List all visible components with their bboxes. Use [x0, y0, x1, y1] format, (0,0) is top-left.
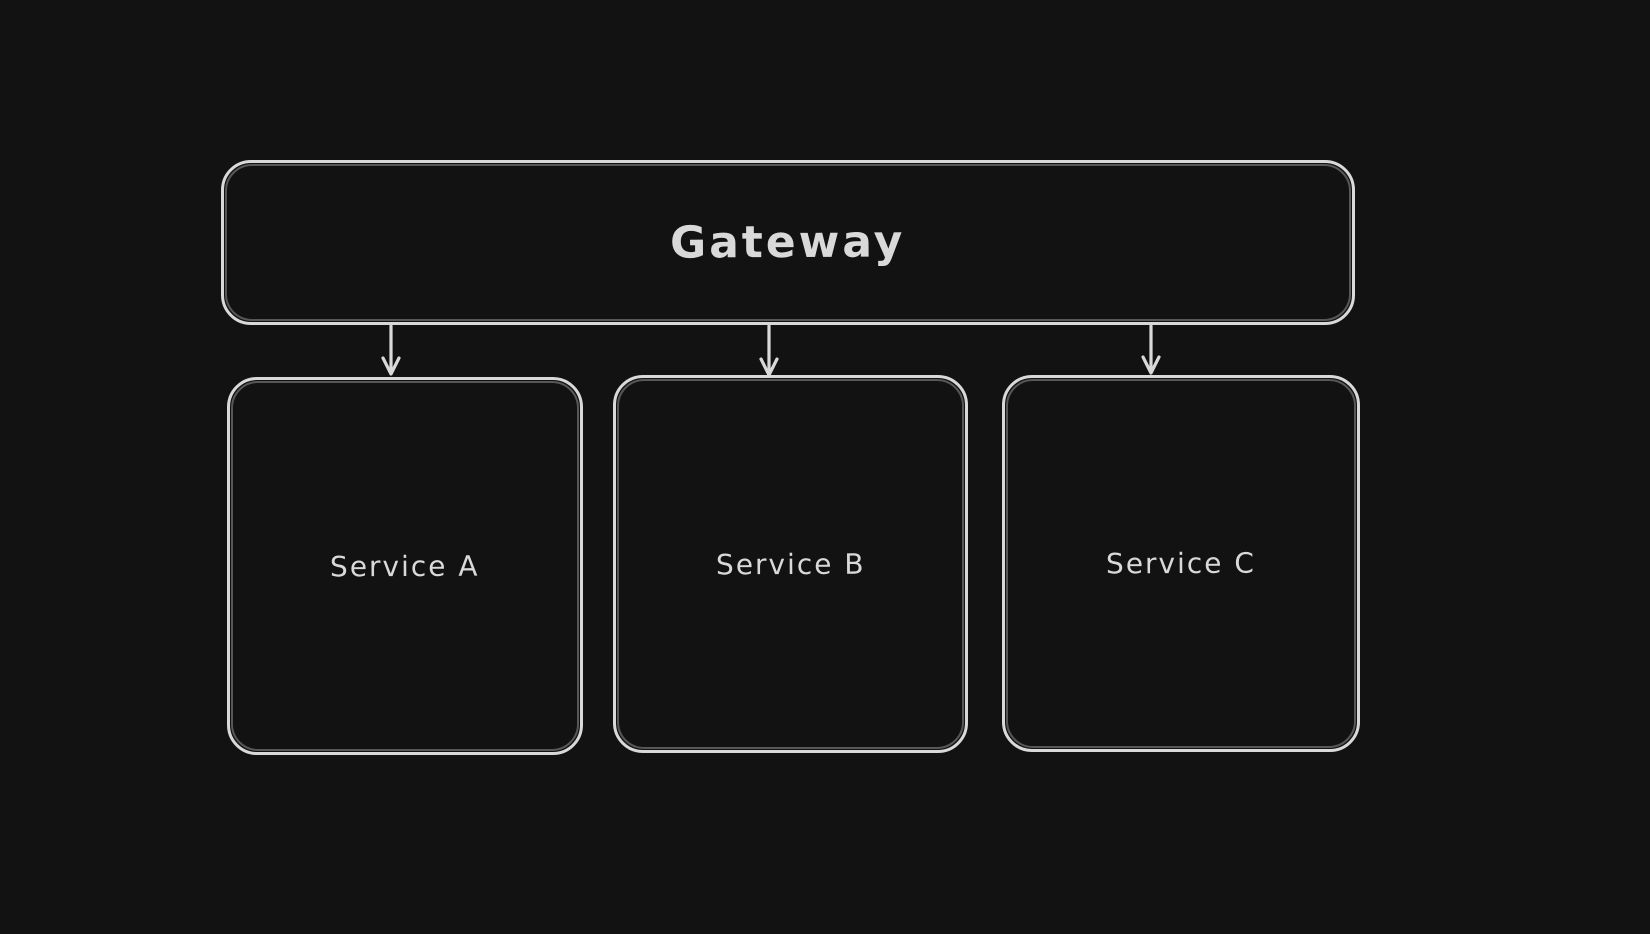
node-gateway-label: Gateway — [670, 216, 906, 269]
node-gateway[interactable]: Gateway — [221, 160, 1355, 325]
node-service-b[interactable]: Service B — [613, 375, 968, 753]
arrow-gateway-to-service-c[interactable] — [1141, 324, 1161, 375]
arrow-gateway-to-service-a[interactable] — [381, 324, 401, 376]
arrow-gateway-to-service-b[interactable] — [759, 324, 779, 377]
node-service-a-label: Service A — [330, 549, 480, 583]
node-service-b-label: Service B — [715, 547, 866, 581]
node-service-c-label: Service C — [1105, 546, 1257, 581]
node-service-a[interactable]: Service A — [227, 377, 583, 755]
node-service-c[interactable]: Service C — [1002, 375, 1360, 752]
